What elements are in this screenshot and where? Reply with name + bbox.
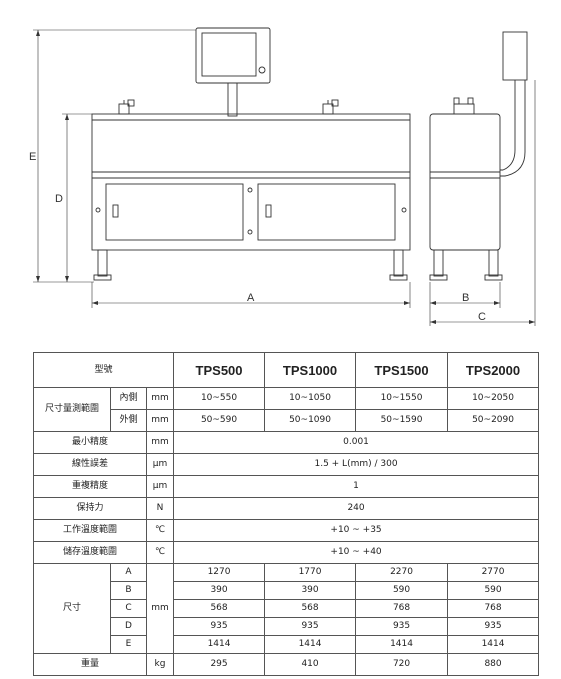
inner-value: 10~1050 (264, 387, 357, 410)
machine-dimension-drawing: E D A B C (29, 27, 536, 326)
size-value: 768 (447, 599, 540, 618)
model-header: TPS2000 (447, 352, 540, 388)
size-value: 935 (447, 617, 540, 636)
size-value: 390 (173, 581, 266, 600)
inner-label: 內側 (110, 387, 147, 410)
size-value: 2770 (447, 563, 540, 582)
left-door (105, 183, 244, 241)
unit: mm (145, 431, 175, 454)
storage-temp-value: +10 ~ +40 (173, 541, 540, 564)
unit: mm (145, 409, 175, 432)
machine-body-side (429, 113, 501, 251)
weight-value: 295 (173, 653, 266, 676)
repeat-label: 重複精度 (33, 475, 147, 498)
force-label: 保持力 (33, 497, 147, 520)
inner-value: 10~1550 (355, 387, 449, 410)
dim-label-e: E (29, 151, 36, 163)
size-value: 590 (447, 581, 540, 600)
unit: ℃ (145, 541, 175, 564)
machine-body-front (91, 113, 411, 251)
size-value: 768 (355, 599, 449, 618)
spec-table: 型號 TPS500 TPS1000 TPS1500 TPS2000 尺寸量測範圍… (32, 352, 540, 676)
unit: kg (145, 653, 175, 676)
size-key: A (110, 563, 147, 582)
size-value: 1414 (264, 635, 357, 654)
outer-value: 50~1090 (264, 409, 357, 432)
unit: N (145, 497, 175, 520)
size-value: 590 (355, 581, 449, 600)
range-label: 尺寸量測範圍 (33, 387, 111, 432)
model-header: TPS1500 (355, 352, 449, 388)
size-value: 935 (264, 617, 357, 636)
size-value: 1270 (173, 563, 266, 582)
min-res-label: 最小精度 (33, 431, 147, 454)
size-value: 2270 (355, 563, 449, 582)
model-header: TPS1000 (264, 352, 357, 388)
outer-value: 50~1590 (355, 409, 449, 432)
size-value: 935 (173, 617, 266, 636)
size-value: 935 (355, 617, 449, 636)
unit: mm (145, 563, 175, 654)
inner-value: 10~550 (173, 387, 266, 410)
dim-label-b: B (462, 292, 469, 304)
weight-value: 720 (355, 653, 449, 676)
weight-value: 880 (447, 653, 540, 676)
linearity-label: 線性誤差 (33, 453, 147, 476)
unit: μm (145, 475, 175, 498)
model-label: 型號 (32, 352, 175, 388)
size-key: D (110, 617, 147, 636)
dim-label-c: C (478, 311, 486, 323)
size-value: 1414 (173, 635, 266, 654)
size-label: 尺寸 (33, 563, 111, 654)
weight-value: 410 (264, 653, 357, 676)
dim-label-a: A (247, 292, 255, 304)
size-value: 1414 (355, 635, 449, 654)
outer-value: 50~590 (173, 409, 266, 432)
size-value: 1414 (447, 635, 540, 654)
size-key: E (110, 635, 147, 654)
size-value: 568 (264, 599, 357, 618)
min-res-value: 0.001 (173, 431, 540, 454)
unit: μm (145, 453, 175, 476)
outer-label: 外側 (110, 409, 147, 432)
right-door (257, 183, 396, 241)
force-value: 240 (173, 497, 540, 520)
size-value: 568 (173, 599, 266, 618)
size-key: C (110, 599, 147, 618)
monitor (195, 27, 271, 84)
weight-label: 重量 (33, 653, 147, 676)
inner-value: 10~2050 (447, 387, 540, 410)
storage-temp-label: 儲存溫度範圍 (33, 541, 147, 564)
size-value: 390 (264, 581, 357, 600)
side-panel (502, 31, 528, 81)
size-value: 1770 (264, 563, 357, 582)
monitor-post (227, 82, 238, 117)
linearity-value: 1.5 + L(mm) / 300 (173, 453, 540, 476)
dim-label-d: D (55, 193, 63, 205)
unit: mm (145, 387, 175, 410)
size-key: B (110, 581, 147, 600)
op-temp-value: +10 ~ +35 (173, 519, 540, 542)
outer-value: 50~2090 (447, 409, 540, 432)
op-temp-label: 工作溫度範圍 (33, 519, 147, 542)
unit: ℃ (145, 519, 175, 542)
repeat-value: 1 (173, 475, 540, 498)
model-header: TPS500 (173, 352, 266, 388)
